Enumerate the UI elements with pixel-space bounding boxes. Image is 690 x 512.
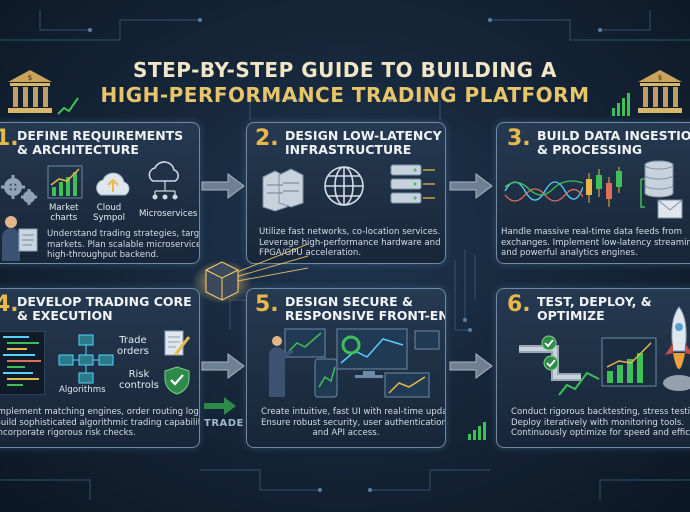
chart-icon (57, 97, 79, 115)
arrow-right-icon (201, 353, 245, 379)
svg-text:$: $ (658, 74, 662, 82)
step-heading: Define Requirements (17, 128, 184, 143)
document-pen-icon (164, 330, 191, 356)
chart-icon (47, 165, 83, 199)
rack-icon (390, 164, 435, 204)
step-heading: Test, Deploy, & (537, 294, 652, 309)
trade-label: Trade (204, 418, 244, 429)
server-icon (262, 168, 304, 212)
shield-check-icon (164, 366, 190, 395)
gear-icon (1, 175, 37, 205)
step-number: 3. (507, 126, 531, 151)
step-heading: Develop Trading Core (17, 294, 192, 309)
monitor-icon (269, 328, 440, 398)
step-number: 1. (0, 126, 19, 151)
rocket-icon (663, 306, 690, 391)
step-heading: Design Low-Latency (285, 128, 442, 143)
step-heading: Infrastructure (285, 142, 412, 157)
flowchart-icon (58, 334, 114, 384)
step-heading: Responsive Front-End (285, 308, 446, 323)
microservices-label: Microservices (139, 209, 198, 219)
step-description: Conduct rigorous backtesting, stress tes… (511, 407, 690, 438)
step-number: 4. (0, 292, 19, 317)
bank-icon: $ (638, 70, 682, 113)
step-number: 6. (507, 292, 531, 317)
database-icon (640, 160, 674, 208)
arrow-right-icon (449, 173, 493, 199)
chart-icon (468, 422, 486, 440)
step-heading: Optimize (537, 308, 605, 323)
step-heading: Design Secure & (285, 294, 413, 309)
arrow-right-icon (449, 353, 493, 379)
arrow-right-icon (204, 397, 236, 415)
cloud-upload-icon (96, 172, 130, 196)
chart-icon (601, 337, 657, 387)
step-description: Implement matching engines, order routin… (0, 407, 200, 438)
step-card-2: 2. Design Low-Latency Infrastructure Uti… (246, 122, 446, 264)
step-number: 2. (255, 126, 279, 151)
bank-icon: $ (8, 70, 52, 113)
step-description: Create intuitive, fast UI with real-time… (261, 407, 446, 438)
cloud-network-icon (148, 161, 179, 200)
step-heading: & Processing (537, 142, 643, 157)
page-subtitle: High-Performance Trading Platform (100, 83, 590, 107)
step-card-6: 6. Test, Deploy, & Optimize Conduct rigo… (496, 288, 690, 448)
step-number: 5. (255, 292, 279, 317)
algorithms-label: Algorithms (59, 385, 106, 395)
arrow-right-icon (201, 173, 245, 199)
step-card-3: 3. Build Data Ingestion & Processing Han… (496, 122, 690, 264)
pipe-icon (519, 335, 600, 396)
step-card-5: 5. Design Secure & Responsive Front-End … (246, 288, 446, 448)
step-description: Utilize fast networks, co-location servi… (259, 227, 441, 258)
code-icon (0, 331, 45, 395)
step-heading: & Architecture (17, 142, 139, 157)
chart-icon (612, 93, 630, 116)
step-card-4: 4. Develop Trading Core & Execution Algo… (0, 288, 200, 448)
step-card-1: 1. Define Requirements & Architecture Ma… (0, 122, 200, 264)
globe-icon (324, 166, 364, 206)
person-icon (2, 216, 38, 261)
step-description: Handle massive real-time data feeds from… (501, 227, 690, 258)
step-heading: & Execution (17, 308, 113, 323)
svg-text:$: $ (28, 74, 32, 82)
email-icon (657, 199, 683, 219)
waveform-icon (504, 180, 583, 202)
chip-cube-icon (192, 243, 309, 304)
page-title: Step-by-Step Guide to Building a (133, 58, 557, 82)
candlestick-icon (586, 167, 622, 207)
step-heading: Build Data Ingestion (537, 128, 690, 143)
